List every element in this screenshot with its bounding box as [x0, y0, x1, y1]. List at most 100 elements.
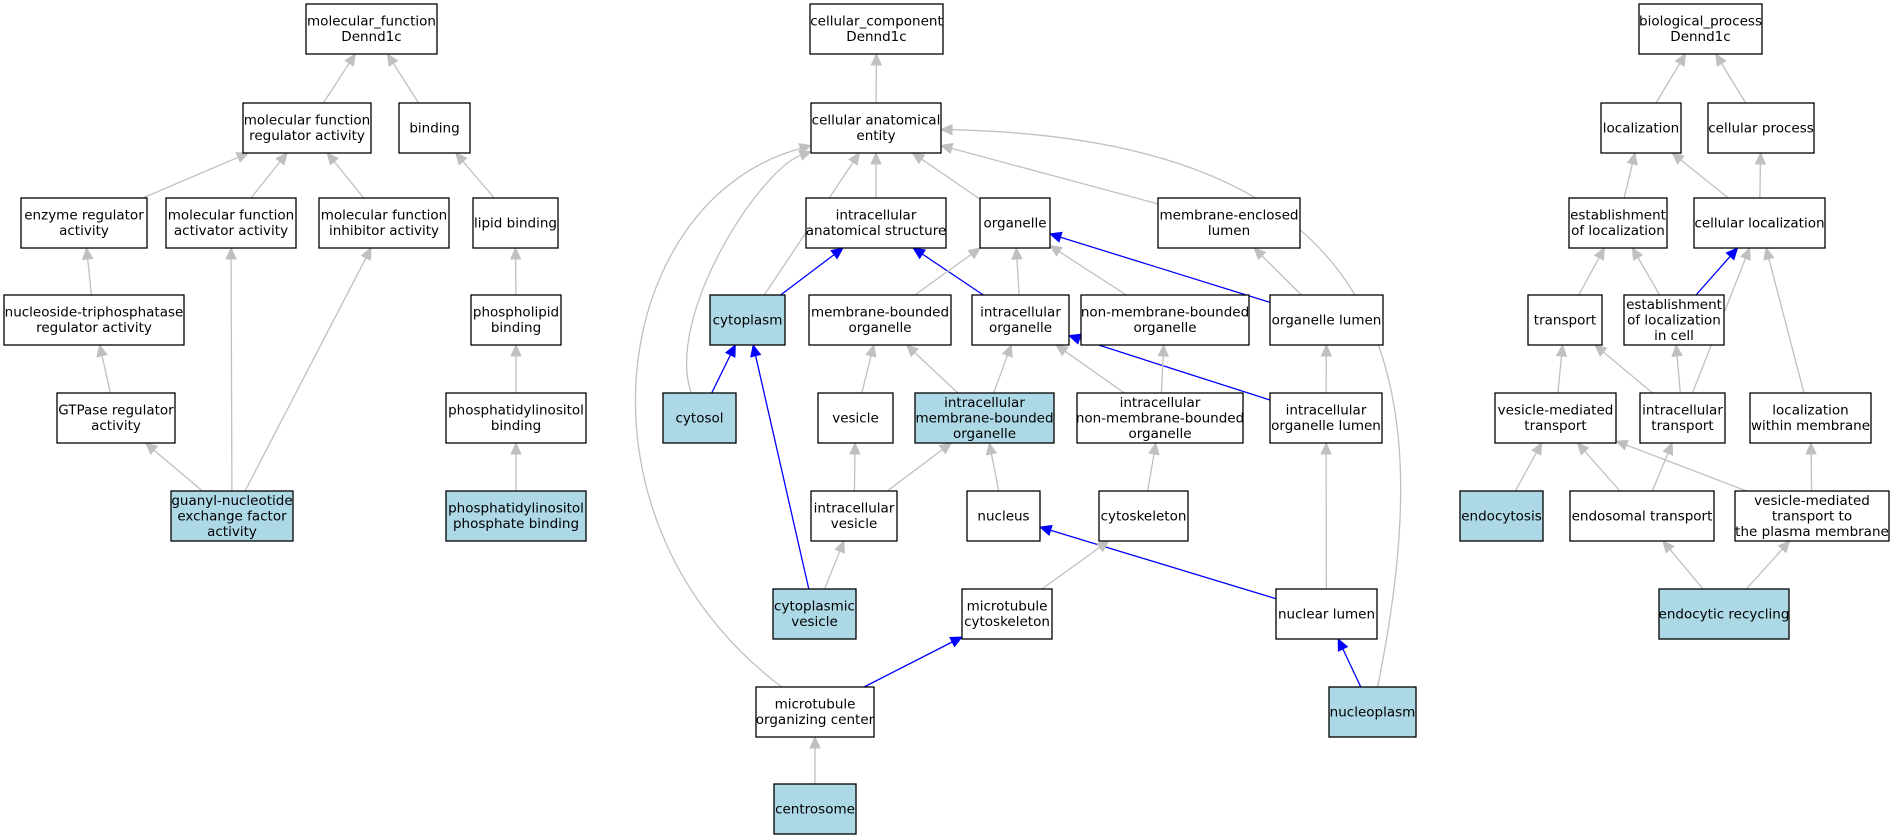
node-label-line: regulator activity — [36, 320, 152, 336]
node-box — [1269, 392, 1383, 444]
edge-loc-to-bp_root — [1655, 52, 1687, 104]
node-label-line: inhibitor activity — [329, 223, 439, 239]
node-label-line: biological_process — [1639, 14, 1762, 30]
edge-gef-to-mfinh — [244, 246, 372, 492]
node-nucleoplasm[interactable]: nucleoplasm — [1328, 686, 1417, 738]
edge-gef-to-mfact — [225, 246, 237, 492]
node-label-line: vesicle — [832, 410, 879, 426]
node-label-line: Dennd1c — [1670, 29, 1730, 45]
node-label-line: endosomal transport — [1572, 508, 1713, 524]
node-nucleus[interactable]: nucleus — [966, 490, 1041, 542]
edge-itrans-to-estlocc — [1671, 343, 1683, 394]
node-box — [1707, 102, 1815, 154]
node-box — [810, 490, 898, 542]
edge-vmt-to-transport — [1555, 343, 1568, 394]
edge-cloc-to-cproc — [1754, 151, 1767, 199]
node-box — [318, 197, 450, 249]
node-transport[interactable]: transport — [1527, 294, 1603, 346]
edge-cytoskel-to-inmbo — [1147, 441, 1160, 492]
node-cytoplasm[interactable]: cytoplasm — [709, 294, 786, 346]
edge-endotr-to-itrans — [1651, 441, 1674, 492]
edge-centrosome-to-mtoc — [809, 735, 821, 784]
node-label-line: regulator activity — [249, 128, 365, 144]
node-vesicle[interactable]: vesicle — [817, 392, 894, 444]
edge-io-to-organelle — [1011, 246, 1023, 296]
node-cloc[interactable]: cellular localization — [1693, 197, 1826, 249]
node-olumen[interactable]: organelle lumen — [1269, 294, 1384, 346]
node-organelle[interactable]: organelle — [979, 197, 1051, 249]
node-label-line: endocytosis — [1461, 508, 1541, 524]
edge-inmbo-to-io — [1055, 344, 1125, 394]
node-label-line: transport — [1534, 312, 1596, 328]
node-cytoskel[interactable]: cytoskeleton — [1098, 490, 1189, 542]
edge-vmtpm-to-locmem — [1805, 441, 1817, 492]
edge-mbo-to-organelle — [914, 247, 982, 296]
node-label-line: binding — [409, 120, 459, 136]
edge-ias-to-cae — [870, 151, 882, 198]
node-box — [1459, 490, 1544, 542]
node-box — [979, 197, 1051, 249]
node-endorec[interactable]: endocytic recycling — [1658, 588, 1790, 640]
edge-iol-to-io — [1067, 333, 1271, 401]
node-box — [1275, 588, 1378, 640]
edge-mtoc-to-cae — [634, 142, 813, 688]
node-cytosol[interactable]: cytosol — [662, 392, 737, 444]
node-label-line: non-membrane-bounded — [1081, 305, 1249, 321]
edge-pipbind-to-pibind — [510, 441, 522, 491]
edge-cproc-to-bp_root — [1715, 52, 1747, 104]
node-lipid[interactable]: lipid binding — [472, 197, 559, 249]
node-box — [242, 102, 372, 154]
node-endocyt[interactable]: endocytosis — [1459, 490, 1544, 542]
edge-cae-to-cc_root — [870, 52, 883, 104]
node-loc[interactable]: localization — [1600, 102, 1682, 154]
node-box — [170, 490, 294, 542]
edge-cytosol-to-cytoplasm — [711, 343, 736, 394]
node-box — [1494, 392, 1617, 444]
node-inmbo[interactable]: intracellularnon-membrane-boundedorganel… — [1076, 392, 1244, 444]
node-label-line: cytosol — [675, 410, 723, 426]
node-label-line: cytoplasm — [713, 312, 783, 328]
edge-itrans-to-transport — [1594, 344, 1653, 394]
node-label-line: cytoskeleton — [964, 614, 1050, 630]
node-nlumen[interactable]: nuclear lumen — [1275, 588, 1378, 640]
node-centrosome[interactable]: centrosome — [773, 783, 857, 835]
edge-transport-to-estloc — [1578, 246, 1605, 296]
node-endotr[interactable]: endosomal transport — [1569, 490, 1715, 542]
node-label-line: in cell — [1654, 328, 1694, 344]
node-box — [914, 392, 1055, 444]
node-cproc[interactable]: cellular process — [1707, 102, 1815, 154]
node-binding[interactable]: binding — [398, 102, 471, 154]
